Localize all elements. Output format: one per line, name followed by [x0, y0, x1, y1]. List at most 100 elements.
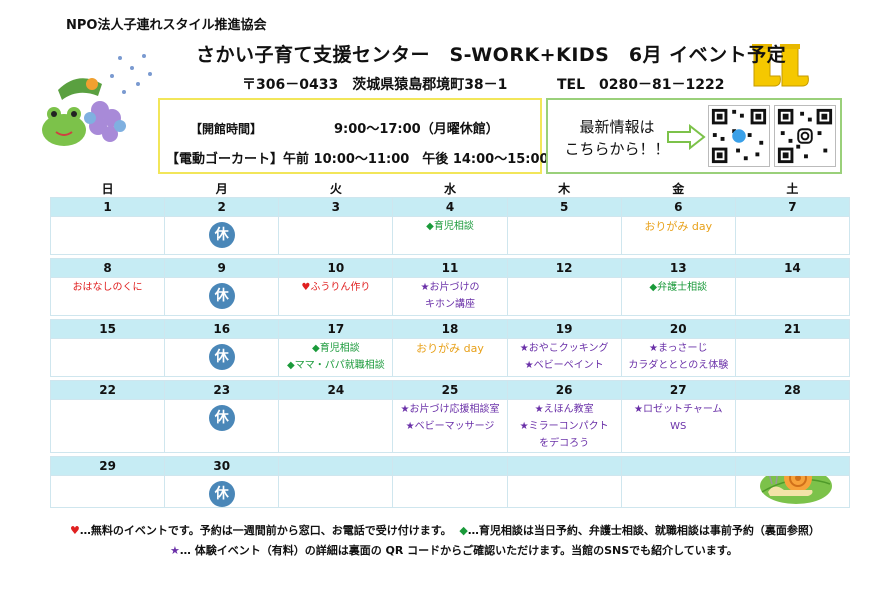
event-item: ★おやこクッキング: [519, 343, 609, 354]
event-row: 休◆育児相談おりがみ day: [49, 216, 851, 255]
date-cell: 26: [506, 380, 622, 400]
event-cell: 休: [164, 399, 280, 453]
qr-code-icon[interactable]: [774, 105, 836, 167]
weekday-fri: 金: [672, 182, 685, 196]
event-item: WS: [670, 421, 687, 432]
date-cell: [620, 456, 736, 476]
closed-badge: 休: [208, 344, 235, 370]
row-spacer: [50, 452, 850, 457]
date-cell: [278, 456, 394, 476]
weekday-thu: 木: [558, 182, 571, 196]
event-cell: [620, 475, 736, 508]
weekday-mon: 月: [215, 182, 228, 196]
weekday-sun: 日: [101, 182, 114, 196]
date-cell: [506, 456, 622, 476]
footer-note-1: ♥…無料のイベントです。予約は一週間前から窓口、お電話で受け付けます。 ◆…育児…: [70, 522, 820, 538]
hours-box: 【開館時間】 9:00～17:00（月曜休館） 【電動ゴーカート】午前 10:0…: [158, 98, 549, 174]
date-cell: [734, 456, 851, 476]
open-hours-label: 【開館時間】: [190, 122, 263, 136]
event-item: ◆育児相談: [426, 221, 474, 232]
event-item: ◆弁護士相談: [649, 282, 708, 293]
event-item: ★ベビーマッサージ: [405, 421, 495, 432]
star-icon: ★: [170, 544, 180, 557]
date-cell: 13: [620, 258, 736, 278]
paid-event-note: … 体験イベント（有料）の詳細は裏面の QR コードからご確認いただけます。当館…: [179, 544, 738, 557]
date-cell: 25: [392, 380, 508, 400]
event-item: ◆育児相談: [312, 343, 360, 354]
event-cell: ★ロゼットチャーム WS: [620, 399, 736, 453]
event-cell: [734, 338, 851, 377]
spacer-cell: [50, 376, 850, 381]
event-cell: [734, 277, 851, 316]
event-item: カラダとととのえ体験: [628, 360, 729, 371]
go-kart-hours: 【電動ゴーカート】午前 10:00～11:00 午後 14:00～15:00: [166, 152, 549, 167]
event-item: ★お片づけの: [420, 282, 480, 293]
weekday-wed: 水: [443, 182, 456, 196]
event-cell: [278, 475, 394, 508]
event-cell: ◆育児相談 ◆ママ・パパ就職相談: [278, 338, 394, 377]
event-cell: ◆育児相談: [392, 216, 508, 255]
event-cell: 休: [164, 475, 280, 508]
date-cell: 7: [734, 197, 851, 217]
row-spacer: [50, 376, 850, 381]
row-spacer: [50, 315, 850, 320]
event-cell: [278, 216, 394, 255]
event-cell: [506, 475, 622, 508]
footer-note-2: ★… 体験イベント（有料）の詳細は裏面の QR コードからご確認いただけます。当…: [170, 542, 738, 558]
spacer-cell: [50, 452, 850, 457]
event-cell: ♥ふうりん作り: [278, 277, 394, 316]
date-cell: 3: [278, 197, 394, 217]
row-spacer: [50, 254, 850, 259]
event-item: ★まっさーじ: [648, 343, 708, 354]
event-row: おはなしのくに 休 ♥ふうりん作り ★お片づけのキホン講座 ◆弁護士相談: [49, 277, 851, 316]
diamond-icon: ◆: [459, 524, 468, 537]
date-cell: 27: [620, 380, 736, 400]
spacer-cell: [50, 254, 850, 259]
event-item: ★ロゼットチャーム: [633, 404, 723, 415]
open-hours-value: 9:00～17:00（月曜休館）: [334, 122, 499, 137]
free-event-note: …無料のイベントです。予約は一週間前から窓口、お電話で受け付けます。: [79, 524, 452, 537]
address: 〒306－0433 茨城県猿島郡境町38－1: [242, 77, 508, 93]
info-box: 最新情報は こちらから！！: [546, 98, 842, 174]
date-cell: 21: [734, 319, 851, 339]
date-cell: 14: [734, 258, 851, 278]
event-item: ♥ふうりん作り: [301, 282, 371, 293]
event-cell: 休: [164, 216, 280, 255]
date-cell: 15: [49, 319, 166, 339]
date-cell: 9: [164, 258, 280, 278]
date-cell: 24: [278, 380, 394, 400]
latest-info-text: 最新情報は こちらから！！: [564, 118, 670, 158]
event-cell: ★お片づけ応援相談室 ★ベビーマッサージ: [392, 399, 508, 453]
event-item: ★ベビーペイント: [524, 360, 604, 371]
yellow-boots-icon: [752, 44, 809, 87]
date-cell: 5: [506, 197, 622, 217]
event-row: 休★お片づけ応援相談室★ベビーマッサージ★えほん教室★ミラーコンパクトをデコろう…: [49, 399, 851, 453]
event-cell: [734, 475, 851, 508]
qr-code-icon[interactable]: [708, 105, 770, 167]
closed-badge: 休: [208, 222, 235, 248]
date-cell: [392, 456, 508, 476]
event-row: 休: [49, 475, 851, 508]
event-cell: おりがみ day: [392, 338, 508, 377]
date-cell: 10: [278, 258, 394, 278]
event-cell: 休: [164, 277, 280, 316]
event-row: 休 ◆育児相談 ◆ママ・パパ就職相談おりがみ day ★おやこクッキング ★ベビーペイン…: [49, 338, 851, 377]
date-cell: 30: [164, 456, 280, 476]
date-cell: 12: [506, 258, 622, 278]
closed-badge: 休: [208, 405, 235, 431]
event-cell: [506, 277, 622, 316]
event-cell: おはなしのくに: [49, 277, 166, 316]
heart-icon: ♥: [70, 524, 80, 537]
event-cell: ★お片づけのキホン講座: [392, 277, 508, 316]
closed-badge: 休: [208, 283, 235, 309]
date-cell: 20: [620, 319, 736, 339]
arrow-right-icon: [667, 124, 706, 150]
event-item: ★お片づけ応援相談室: [400, 404, 500, 415]
event-cell: 休: [164, 338, 280, 377]
event-item: キホン講座: [424, 299, 475, 310]
event-cell: [49, 216, 166, 255]
date-cell: 1: [49, 197, 166, 217]
event-item: ◆ママ・パパ就職相談: [287, 360, 385, 371]
